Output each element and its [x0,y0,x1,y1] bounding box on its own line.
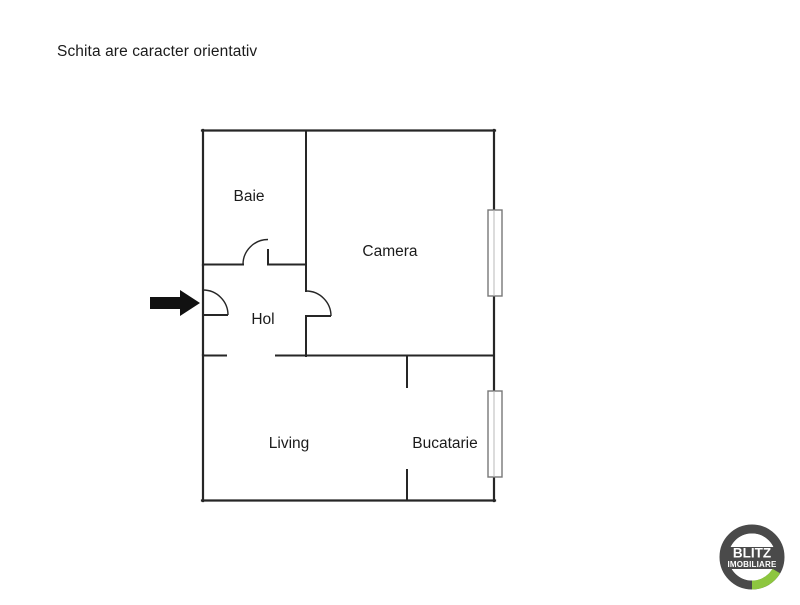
disclaimer-note: Schita are caracter orientativ [57,43,258,60]
logo-primary-text: BLITZ [733,546,771,561]
outer-walls [200,128,497,503]
room-label-camera: Camera [362,243,418,260]
window-camera [487,209,503,297]
room-label-living: Living [269,435,310,452]
room-label-baie: Baie [233,188,264,205]
bathroom-door-swing [242,238,269,265]
interior-walls [202,130,495,501]
entry-door-swing [202,289,229,316]
brand-logo: BLITZ IMOBILIARE [716,521,788,593]
window-bucatarie [487,390,503,478]
bedroom-door-swing [305,290,332,317]
room-label-hol: Hol [251,311,274,328]
entrance-arrow [150,290,200,316]
logo-secondary-text: IMOBILIARE [727,560,777,569]
room-label-bucatarie: Bucatarie [412,435,477,452]
